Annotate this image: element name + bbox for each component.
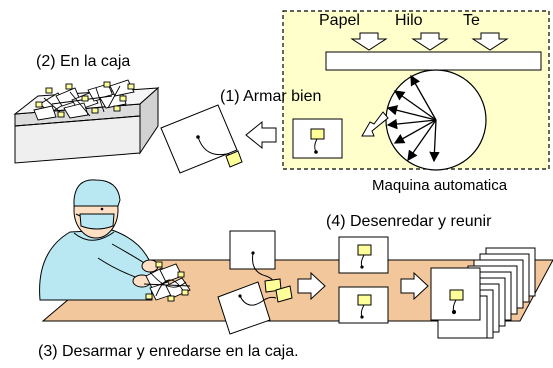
conveyor-arrow-2 xyxy=(400,271,429,301)
machine-inputs xyxy=(350,32,509,51)
step-3-label: (3) Desarmar y enredarse en la caja. xyxy=(38,343,299,360)
papel-input-arrow xyxy=(350,32,388,51)
teabag-conveyor-upright xyxy=(229,230,282,293)
machine-label: Maquina automatica xyxy=(372,177,508,194)
worker xyxy=(39,179,159,301)
tangled-pile xyxy=(143,261,191,302)
teabag-conveyor-tilted xyxy=(217,281,293,335)
machine-output-arrow xyxy=(361,111,389,137)
teabag-in-machine xyxy=(292,118,343,159)
machine-wheel-spokes xyxy=(386,74,440,163)
teabag-step1 xyxy=(160,104,243,174)
step-2-label: (2) En la caja xyxy=(36,53,131,70)
step-4-label: (4) Desenredar y reunir xyxy=(326,213,492,230)
input-label-te: Te xyxy=(463,12,480,29)
input-label-hilo: Hilo xyxy=(395,12,423,29)
teabag-step4-lower xyxy=(338,286,389,324)
tangled-teabags-in-box xyxy=(33,79,135,121)
input-label-papel: Papel xyxy=(319,12,360,29)
conveyor-arrow-1 xyxy=(297,271,326,301)
hilo-input-arrow xyxy=(411,32,449,51)
step1-arrow xyxy=(245,120,277,150)
te-input-arrow xyxy=(471,32,509,51)
teabag-stack xyxy=(430,247,536,339)
teabag-step4-upper xyxy=(338,236,389,274)
step-1-label: (1) Armar bien xyxy=(220,88,322,105)
machine-feed-bar xyxy=(325,51,542,71)
